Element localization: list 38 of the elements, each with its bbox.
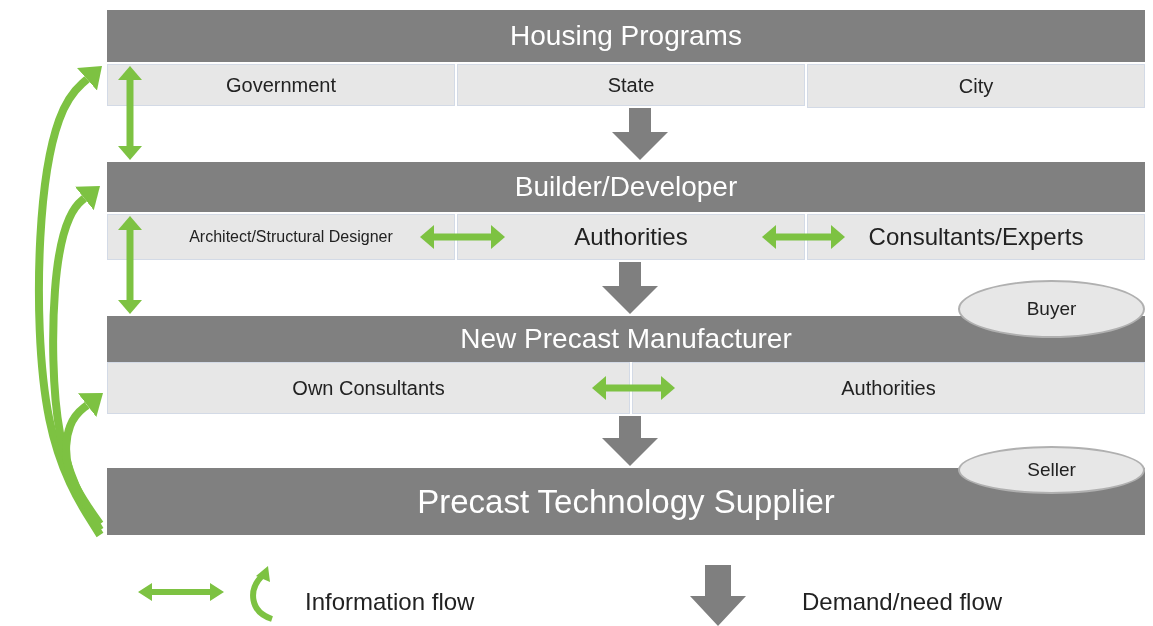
node-label: Precast Technology Supplier — [417, 482, 835, 521]
legend-text: Demand/need flow — [802, 588, 1003, 616]
curved-arrow — [62, 393, 104, 527]
title-bar — [107, 10, 1145, 62]
node-label: State — [607, 73, 655, 97]
node-label: Architect/Structural Designer — [189, 228, 393, 246]
category-box — [457, 64, 805, 106]
node-label: New Precast Manufacturer — [460, 323, 792, 355]
double-arrow — [592, 376, 675, 400]
block-arrow — [602, 416, 658, 466]
category-box — [107, 64, 455, 106]
category-box — [457, 214, 805, 260]
legend-text: Information flow — [305, 588, 475, 616]
node-label: City — [958, 74, 994, 98]
node-label: Government — [225, 73, 337, 97]
category-box — [107, 214, 455, 260]
category-box — [807, 64, 1145, 108]
double-arrow — [118, 216, 142, 314]
node-label: Buyer — [1026, 298, 1077, 320]
node-label: Authorities — [841, 376, 936, 400]
node-label: Builder/Developer — [514, 171, 738, 203]
node-label: Own Consultants — [292, 376, 445, 400]
role-ellipse — [958, 446, 1145, 494]
block-arrow — [612, 108, 668, 160]
title-bar — [107, 162, 1145, 212]
curved-arrow — [34, 66, 104, 538]
double-arrow — [420, 225, 505, 249]
node-label: Seller — [1027, 459, 1076, 481]
category-box — [632, 362, 1145, 414]
block-arrow — [602, 262, 658, 314]
node-label: Consultants/Experts — [868, 223, 1084, 251]
category-box — [807, 214, 1145, 260]
curved-arrow — [49, 186, 104, 533]
double-arrow — [118, 66, 142, 160]
category-box — [107, 362, 630, 414]
node-label: Authorities — [574, 223, 688, 251]
node-label: Housing Programs — [510, 20, 742, 52]
double-arrow — [762, 225, 845, 249]
